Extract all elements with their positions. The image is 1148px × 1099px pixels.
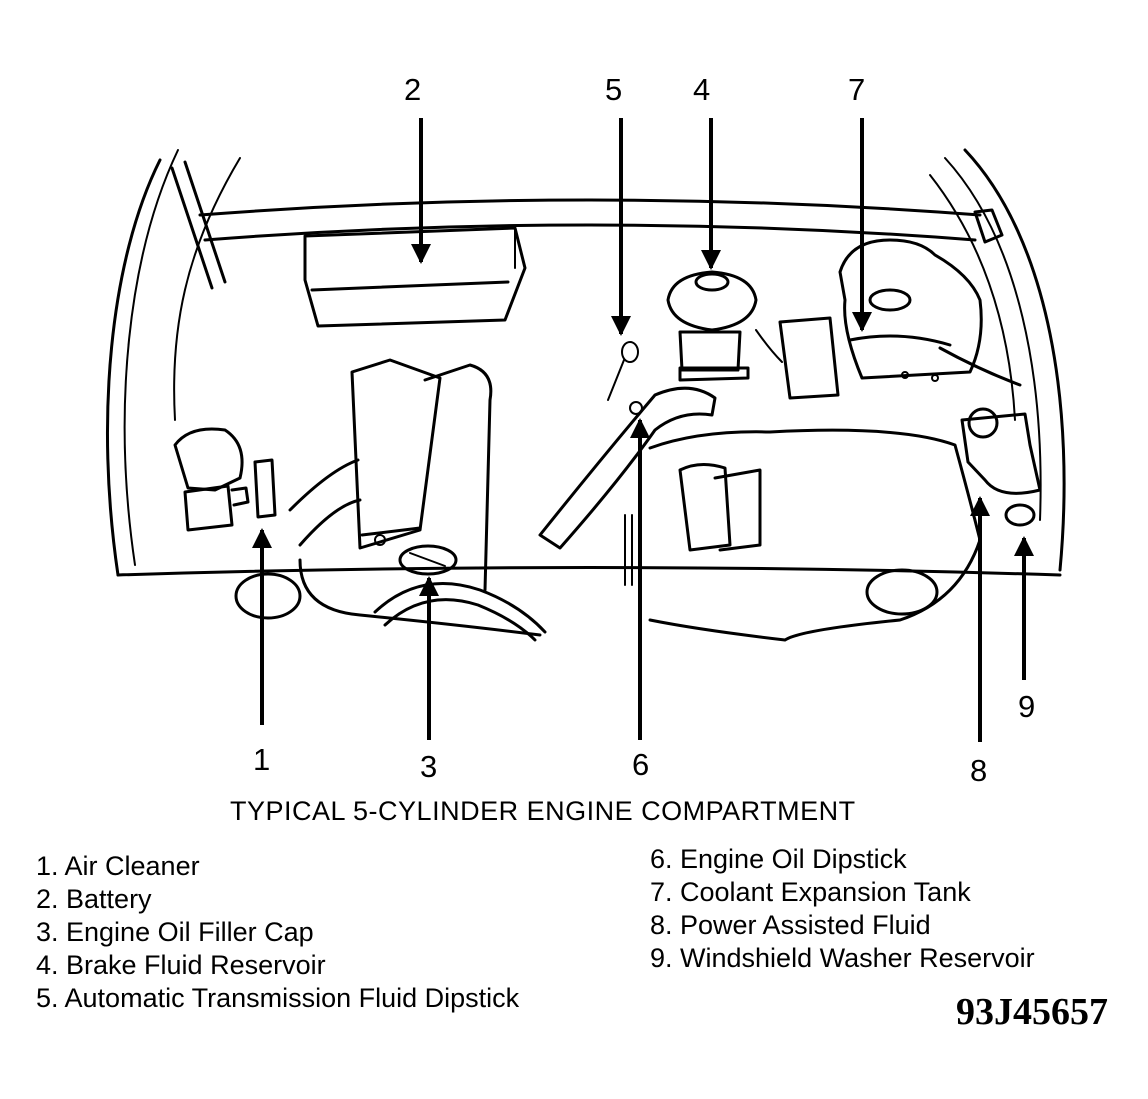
callout-4: 4 <box>693 72 710 107</box>
callout-1: 1 <box>253 742 270 777</box>
legend-item-battery: 2. Battery <box>36 884 152 914</box>
legend-item-engine-oil-filler-cap: 3. Engine Oil Filler Cap <box>36 917 314 947</box>
figure-id: 93J45657 <box>956 991 1108 1033</box>
callout-arrows <box>252 118 1034 742</box>
intake-manifold-drawing <box>288 358 542 637</box>
callout-2: 2 <box>404 72 421 107</box>
callout-3: 3 <box>420 749 437 784</box>
callout-5: 5 <box>605 72 622 107</box>
callout-7: 7 <box>848 72 865 107</box>
legend-left: 1. Air Cleaner 2. Battery 3. Engine Oil … <box>36 850 519 1015</box>
legend-item-air-cleaner: 1. Air Cleaner <box>36 851 200 881</box>
callout-6: 6 <box>632 747 649 782</box>
legend-right: 6. Engine Oil Dipstick 7. Coolant Expans… <box>650 843 1035 975</box>
legend-item-engine-oil-dipstick: 6. Engine Oil Dipstick <box>650 844 907 874</box>
battery-drawing <box>303 226 527 328</box>
legend-item-transmission-dipstick: 5. Automatic Transmission Fluid Dipstick <box>36 983 520 1013</box>
callout-8: 8 <box>970 753 987 788</box>
engine-block-drawing <box>234 428 982 642</box>
callout-numbers: 1 2 3 4 5 6 7 8 9 <box>253 72 1035 788</box>
diagram-caption: TYPICAL 5-CYLINDER ENGINE COMPARTMENT <box>230 796 856 826</box>
callout-9: 9 <box>1018 689 1035 724</box>
coolant-tank-drawing <box>838 238 1022 387</box>
engine-compartment-diagram: 1 2 3 4 5 6 7 8 9 <box>106 72 1066 788</box>
air-cleaner-drawing <box>173 427 277 532</box>
hood-outline <box>106 148 1066 577</box>
brake-reservoir-drawing <box>666 270 783 382</box>
legend-item-power-assisted-fluid: 8. Power Assisted Fluid <box>650 910 931 940</box>
relay-box-drawing <box>778 316 840 400</box>
oil-filler-cap-drawing <box>373 544 547 642</box>
washer-reservoir-drawing <box>960 407 1042 527</box>
legend-item-coolant-expansion-tank: 7. Coolant Expansion Tank <box>650 877 971 907</box>
legend-item-washer-reservoir: 9. Windshield Washer Reservoir <box>650 943 1035 973</box>
dipsticks-drawing <box>538 341 717 586</box>
legend-item-brake-fluid-reservoir: 4. Brake Fluid Reservoir <box>36 950 326 980</box>
